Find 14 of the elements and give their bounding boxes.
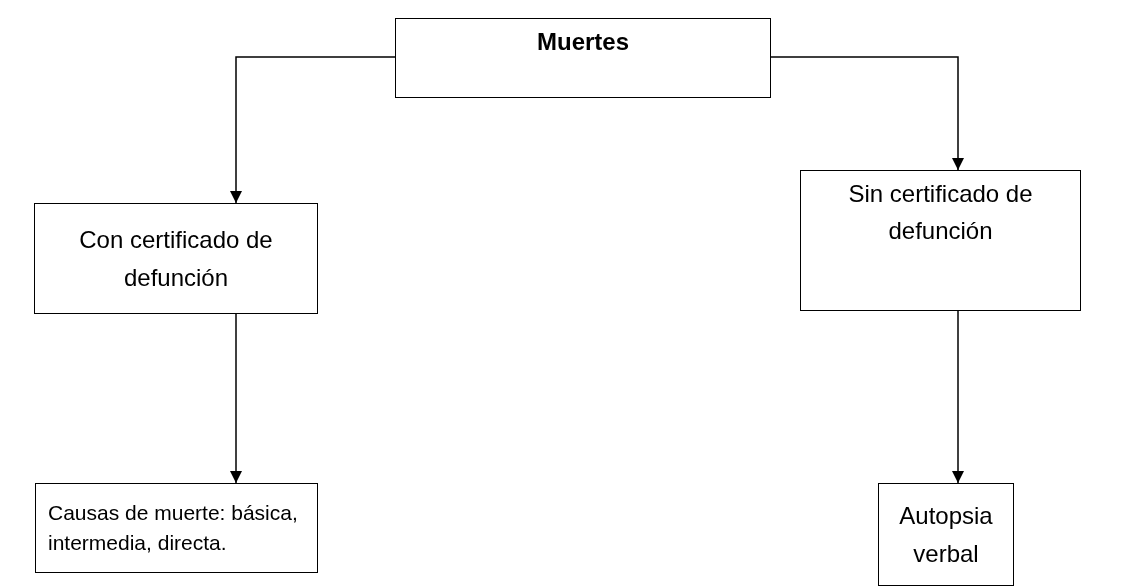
arrow — [952, 310, 964, 484]
arrow — [770, 56, 964, 171]
process-box — [34, 203, 318, 314]
process-box — [35, 483, 318, 573]
box-label: Con certificado de defunción — [78, 225, 274, 293]
process-box — [395, 18, 771, 98]
box-label: Autopsia verbal — [898, 501, 994, 569]
arrow — [230, 56, 396, 204]
box-label: Muertes — [537, 27, 629, 57]
box-label: Causas de muerte: básica, intermedia, directa. — [48, 499, 299, 556]
box-label: Sin certificado de defunción — [847, 179, 1034, 247]
process-box — [800, 170, 1081, 311]
arrow — [230, 313, 242, 484]
process-box — [878, 483, 1014, 586]
